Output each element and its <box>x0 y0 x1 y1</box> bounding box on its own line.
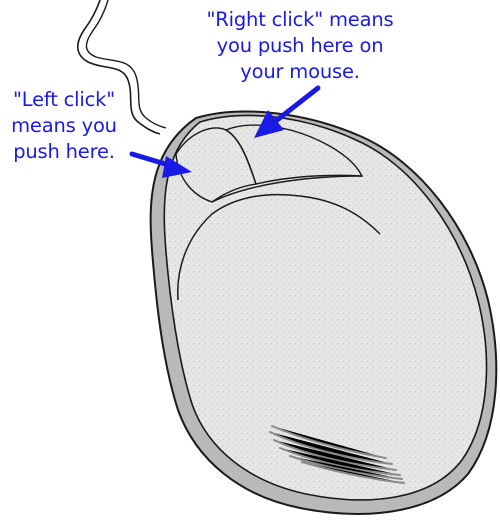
right-click-line-3: your mouse. <box>240 60 360 83</box>
left-click-line-2: means you <box>11 114 117 137</box>
left-click-caption: "Left click" means you push here. <box>11 88 117 163</box>
left-click-line-3: push here. <box>13 140 115 163</box>
right-click-line-1: "Right click" means <box>207 8 394 31</box>
right-click-caption: "Right click" means you push here on you… <box>207 8 394 83</box>
left-click-line-1: "Left click" <box>13 88 115 111</box>
right-click-line-2: you push here on <box>217 34 384 57</box>
